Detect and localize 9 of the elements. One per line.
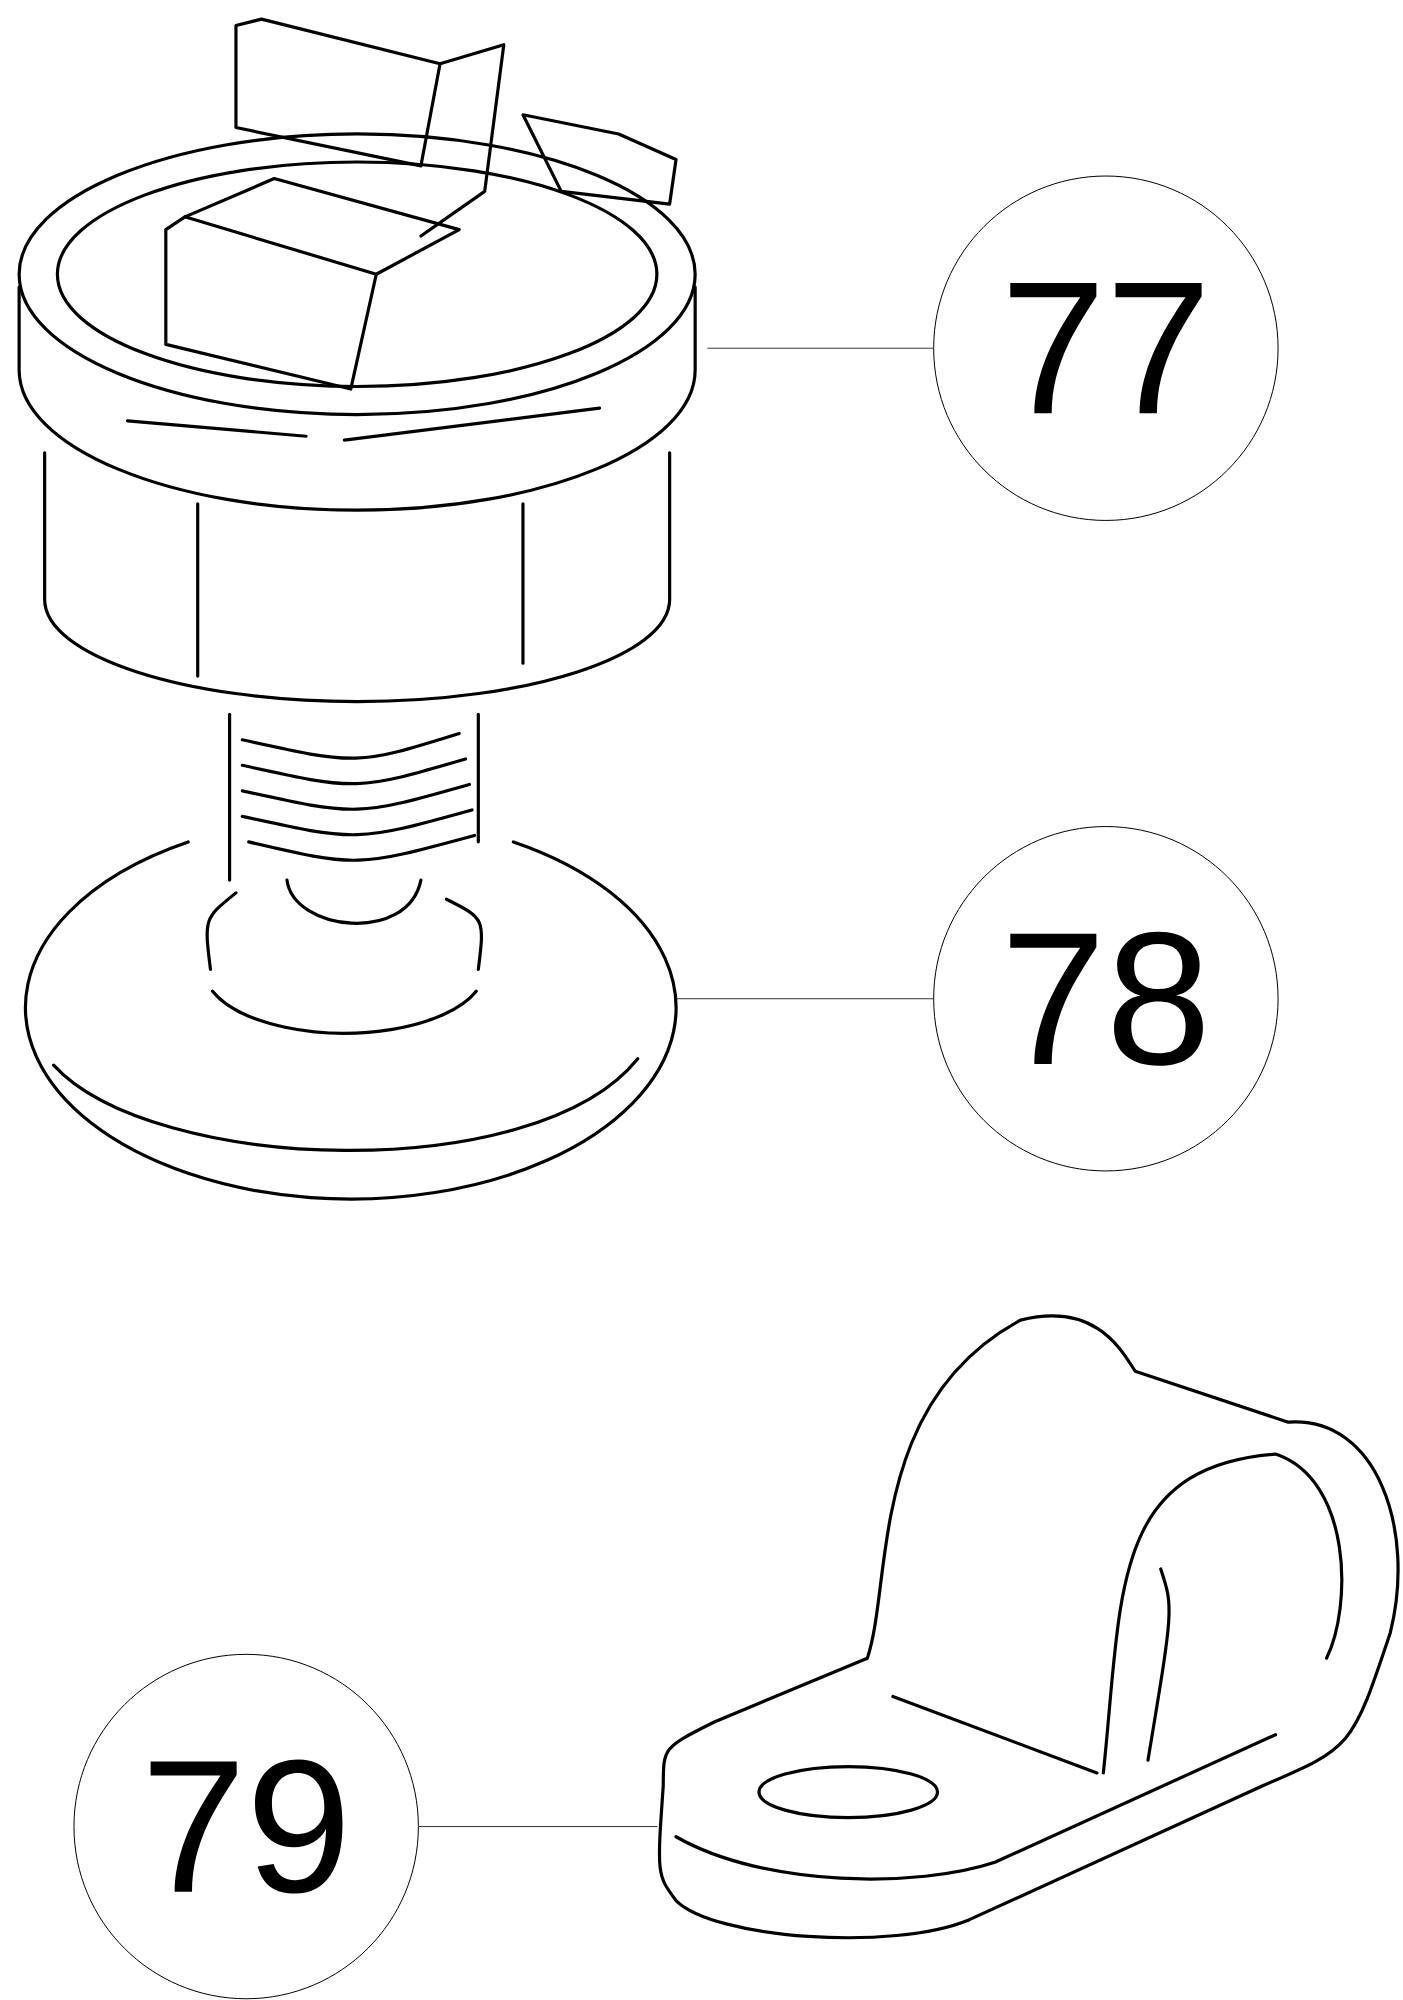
leader-line [675, 998, 934, 1000]
clip-drawing [657, 1314, 1400, 1940]
washer-drawing [23, 840, 678, 1201]
callout-number: 77 [933, 175, 1279, 521]
switch-drawing [17, 17, 697, 925]
leader-line [418, 1826, 658, 1827]
leader-line [707, 347, 934, 349]
callout-number: 79 [73, 1653, 419, 2000]
callout-number: 78 [933, 826, 1279, 1172]
